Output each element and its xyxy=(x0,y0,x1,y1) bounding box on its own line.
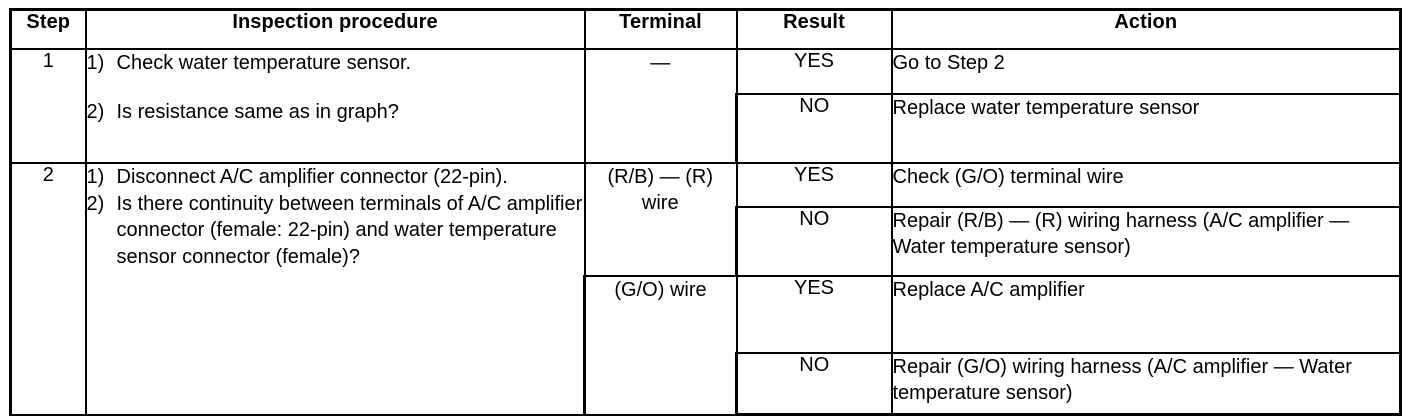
table-row: NO Replace water temperature sensor xyxy=(11,93,1402,164)
column-header-inspection-procedure: Inspection procedure xyxy=(84,8,586,50)
action-step-2-group-2-no: Repair (G/O) wiring harness (A/C amplifi… xyxy=(890,352,1402,416)
table-header-row: Step Inspection procedure Terminal Resul… xyxy=(9,8,1402,50)
step-number-2: 2 xyxy=(9,162,87,416)
terminal-step-1: — xyxy=(583,48,738,164)
terminal-value-line2: wire xyxy=(641,192,679,214)
action-step-2-group-1-no: Repair (R/B) — (R) wiring harness (A/C a… xyxy=(890,206,1402,277)
column-header-terminal: Terminal xyxy=(583,8,738,50)
step-number-1: 1 xyxy=(9,48,87,164)
table-row: (G/O) wire YES Replace A/C amplifier xyxy=(11,275,1402,416)
procedure-line: 2) Is there continuity between terminals… xyxy=(87,191,584,271)
result-yes-step-2-group-2: YES xyxy=(735,275,893,354)
terminal-value-line1: (R/B) — (R) xyxy=(607,166,714,188)
result-no-step-2-group-1: NO xyxy=(735,206,893,277)
action-step-1-no: Replace water temperature sensor xyxy=(890,93,1402,164)
column-header-action: Action xyxy=(890,8,1402,50)
result-yes-step-2-group-1: YES xyxy=(735,162,893,208)
inspection-procedure-table: Step Inspection procedure Terminal Resul… xyxy=(9,8,1402,416)
procedure-text: Disconnect A/C amplifier connector (22-p… xyxy=(116,166,508,188)
table-row: 1 1) Check water temperature sensor. 2) … xyxy=(9,48,1402,164)
result-no-step-1: NO xyxy=(735,93,893,164)
procedure-text: Is resistance same as in graph? xyxy=(116,100,399,123)
terminal-value-line1: (G/O) wire xyxy=(614,279,707,301)
terminal-step-2-group-2: (G/O) wire xyxy=(583,275,738,416)
procedure-number: 1) xyxy=(86,166,105,188)
procedure-text: Check water temperature sensor. xyxy=(116,52,412,74)
table-row: 2 1) Disconnect A/C amplifier connector … xyxy=(9,162,1402,416)
procedure-number: 2) xyxy=(86,192,105,215)
inspection-procedure-step-1: 1) Check water temperature sensor. 2) Is… xyxy=(84,48,586,164)
action-step-1-yes: Go to Step 2 xyxy=(890,48,1402,95)
procedure-spacer xyxy=(87,77,584,99)
action-step-2-group-1-yes: Check (G/O) terminal wire xyxy=(890,162,1402,208)
table-row: NO Repair (G/O) wiring harness (A/C ampl… xyxy=(11,352,1402,416)
table-row: NO Repair (R/B) — (R) wiring harness (A/… xyxy=(11,206,1402,277)
procedure-line: 2) Is resistance same as in graph? xyxy=(87,99,584,126)
action-step-2-group-2-yes: Replace A/C amplifier xyxy=(890,275,1402,354)
column-header-step: Step xyxy=(9,8,87,50)
result-no-step-2-group-2: NO xyxy=(735,352,893,416)
terminal-value: — xyxy=(650,52,671,74)
procedure-number: 1) xyxy=(86,52,105,74)
procedure-line: 1) Check water temperature sensor. xyxy=(87,50,584,77)
procedure-line: 1) Disconnect A/C amplifier connector (2… xyxy=(87,164,584,191)
column-header-result: Result xyxy=(735,8,893,50)
procedure-number: 2) xyxy=(86,100,105,123)
procedure-text: Is there continuity between terminals of… xyxy=(116,192,583,268)
terminal-step-2-group-1: (R/B) — (R) wire xyxy=(583,162,738,277)
result-yes-step-1: YES xyxy=(735,48,893,95)
inspection-procedure-step-2: 1) Disconnect A/C amplifier connector (2… xyxy=(84,162,586,416)
